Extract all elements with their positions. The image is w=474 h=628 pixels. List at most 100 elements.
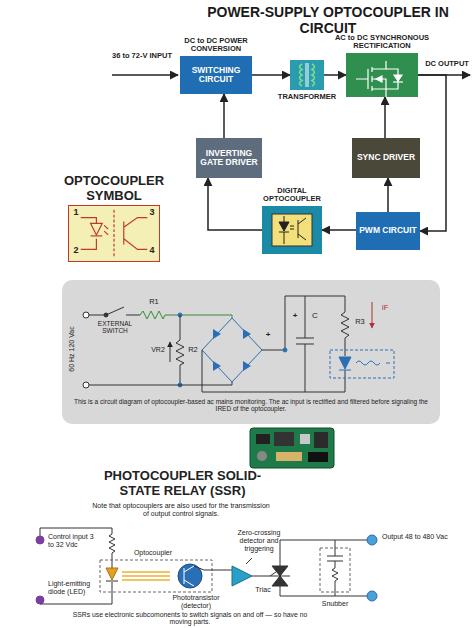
node-illustration-part — [81, 210, 148, 257]
node-illustration-part — [306, 63, 307, 87]
node-heading: TRANSFORMER — [272, 93, 342, 101]
ac-monitor-schematic-part — [89, 315, 104, 316]
label-text: PHOTOCOUPLER SOLID-STATE RELAY (SSR) — [85, 469, 280, 499]
node-illustration-part — [312, 64, 315, 86]
node-illustration-part-part — [124, 218, 147, 250]
label-text: Light-emitting diode (LED) — [48, 580, 100, 596]
node-illustration-part-part — [372, 61, 386, 97]
caption-text: This is a circuit diagram of optocoupler… — [72, 398, 430, 413]
ssr-schematic-part — [272, 566, 288, 576]
label-text: 36 to 72-V INPUT — [112, 52, 172, 61]
ac-monitor-schematic — [83, 296, 394, 392]
ssr-schematic-part — [252, 572, 276, 576]
node-text: SWITCHING CIRCUIT — [180, 64, 252, 87]
node-illustration-part-part — [356, 69, 368, 89]
ired-symbol — [339, 357, 390, 370]
ssr-schematic-part — [36, 536, 44, 544]
label-text: R1 — [146, 298, 162, 307]
label-text: 3 — [148, 207, 156, 217]
ired-symbol-part — [386, 363, 390, 364]
ssr-schematic-part — [100, 560, 212, 592]
node-illustration-part-part — [104, 225, 108, 235]
circuit-board-photo-part — [300, 434, 310, 444]
node-illustration-part-part — [298, 218, 306, 240]
label-text: Phototransistor (detector) — [166, 594, 226, 610]
label-text: R2 — [186, 346, 200, 355]
circuit-board-photo-part — [256, 434, 270, 444]
optocoupler-box: DIGITAL OPTOCOUPLER — [262, 206, 322, 254]
ssr-schematic-part — [40, 528, 115, 568]
circuit-board-photo-part — [257, 451, 267, 461]
node-illustration — [346, 53, 418, 97]
connector-arrow — [387, 178, 389, 212]
connector-arrow — [384, 97, 386, 138]
ac-monitor-schematic-part — [341, 296, 349, 356]
node-illustration-part — [308, 63, 309, 87]
node-illustration-part-part — [284, 216, 285, 244]
label-text: VR2 — [148, 346, 168, 354]
circuit-board-photo-part — [314, 432, 328, 448]
label-text: Output 48 to 480 Vac — [382, 533, 452, 541]
node-illustration-part-part — [81, 218, 97, 250]
connector-arrow — [418, 75, 446, 231]
transformer-box: TRANSFORMER — [290, 60, 324, 90]
bridge-diodes-part — [213, 361, 221, 371]
bridge-diodes-part — [213, 329, 221, 339]
circuit-board-photo — [250, 428, 334, 468]
circuit-board-photo-part — [250, 428, 334, 468]
node-text: PWM CIRCUIT — [356, 224, 420, 237]
label-text: Zero-crossing detector and triggering — [226, 529, 292, 553]
ired-symbol-part — [356, 361, 380, 365]
input-wire — [112, 74, 178, 76]
symbol-box: OPTOCOUPLER SYMBOL — [68, 205, 160, 262]
process-box: PWM CIRCUIT — [356, 212, 420, 250]
node-illustration — [290, 60, 324, 90]
ssr-schematic-part — [367, 591, 377, 601]
node-illustration-part-part — [91, 223, 103, 235]
ssr-schematic-part — [327, 540, 343, 596]
ac-monitor-schematic-part — [83, 312, 89, 318]
label-text: IF — [378, 304, 392, 313]
ssr-schematic-part — [106, 568, 118, 580]
ac-monitor-schematic-part — [89, 382, 232, 385]
node-illustration-part — [300, 64, 303, 86]
process-box: SYNC DRIVER — [352, 138, 420, 178]
node-illustration-part — [279, 216, 306, 244]
circuit-board-photo-part — [276, 452, 302, 461]
node-heading: DIGITAL OPTOCOUPLER — [250, 187, 334, 204]
node-illustration-part — [290, 60, 324, 90]
ssr-schematic-part — [246, 558, 252, 564]
node-illustration — [69, 206, 159, 261]
label-text: Note that optocouplers are also used for… — [92, 502, 270, 518]
ssr-schematic-part — [367, 535, 377, 545]
ac-monitor-schematic-part — [296, 296, 314, 392]
label-text: EXTERNAL SWITCH — [90, 320, 140, 335]
node-illustration-part-part — [393, 81, 403, 82]
node-illustration-part — [356, 61, 403, 97]
label-text: 4 — [148, 245, 156, 255]
node-illustration-part-part — [290, 226, 294, 229]
ac-monitor-schematic-part — [330, 350, 394, 378]
ac-monitor-schematic-part — [283, 348, 287, 352]
ssr-schematic-part — [36, 596, 44, 604]
label-text: 2 — [72, 245, 80, 255]
label-text: SSRs use electronic subcomonents to swit… — [66, 611, 314, 626]
label-text: Triac — [250, 586, 276, 594]
node-illustration-part-part — [91, 235, 103, 236]
node-text: SYNC DRIVER — [352, 151, 420, 164]
schematic-panel — [62, 280, 440, 424]
circuit-board-photo-part — [308, 452, 328, 462]
ired-symbol-part — [339, 357, 351, 369]
node-text: INVERTING GATE DRIVER — [196, 147, 262, 170]
label-text: R3 — [352, 318, 368, 327]
process-box: INVERTING GATE DRIVER — [196, 138, 262, 178]
ac-monitor-schematic-part — [176, 315, 184, 385]
node-illustration-part-part — [376, 76, 382, 82]
ssr-schematic-part — [232, 566, 252, 586]
label-text: DC OUTPUT — [422, 60, 472, 69]
node-illustration-part — [272, 214, 312, 246]
connector-arrow — [322, 229, 356, 231]
rectifier-box: AC to DC SYNCHRONOUS RECTIFICATION — [346, 53, 418, 97]
node-heading: AC to DC SYNCHRONOUS RECTIFICATION — [332, 34, 432, 51]
ssr-schematic-part — [280, 540, 368, 596]
